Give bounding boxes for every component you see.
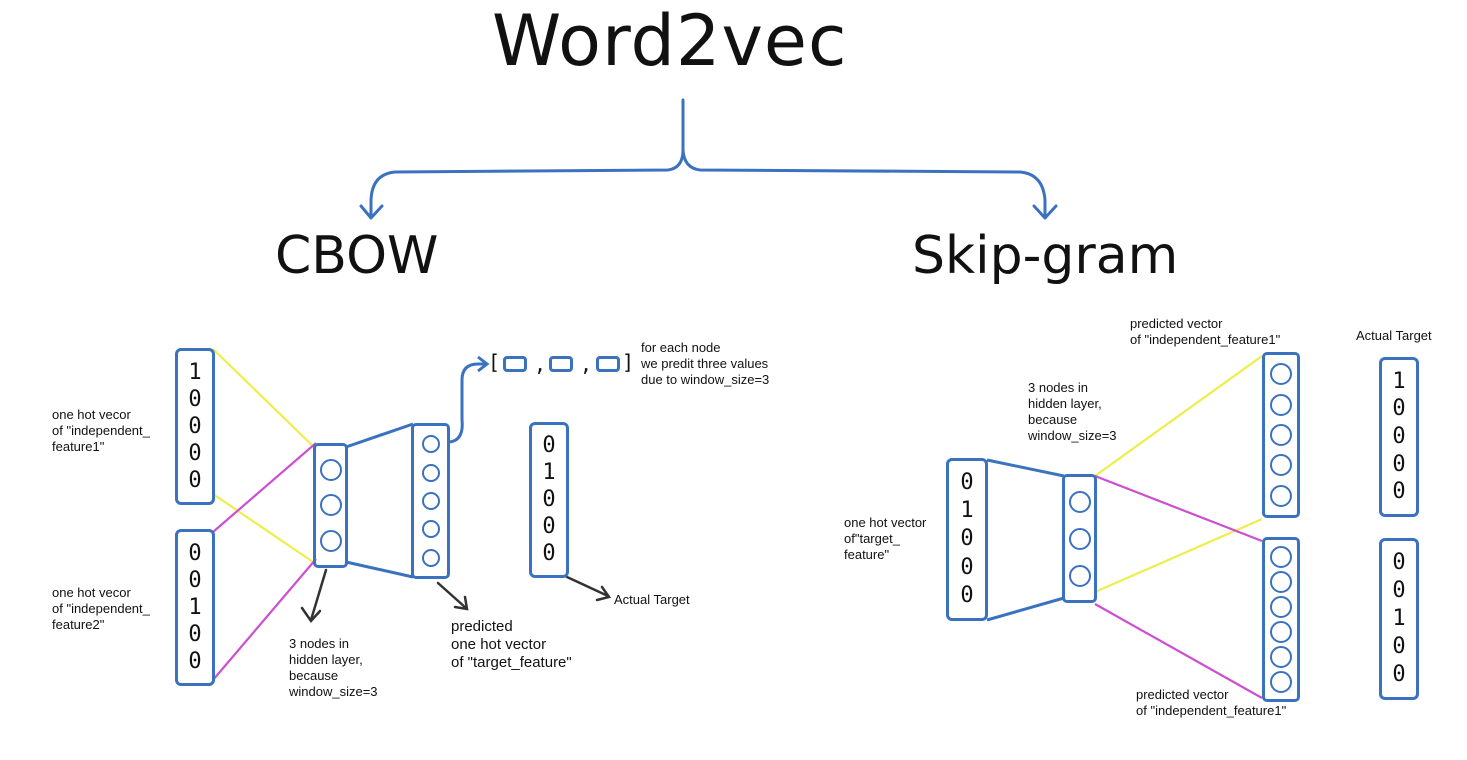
hidden-node <box>1068 564 1091 587</box>
digit: 1 <box>542 460 556 486</box>
digit: 0 <box>1392 451 1406 477</box>
skipgram-output-layer-1 <box>1262 352 1300 518</box>
skipgram-hidden-layer <box>1062 474 1097 603</box>
digit: 1 <box>960 498 974 524</box>
bracket-open: [ <box>488 350 501 374</box>
digit: 1 <box>1392 606 1406 631</box>
main-title: Word2vec <box>492 0 848 82</box>
digit: 0 <box>188 386 202 412</box>
comma: , <box>534 352 547 376</box>
value-slot <box>503 356 527 372</box>
digit: 0 <box>960 582 974 608</box>
cbow-target-vector: 0 1 0 0 0 <box>529 422 569 578</box>
hidden-node <box>1068 527 1091 550</box>
output-node <box>421 435 440 454</box>
digit: 1 <box>188 594 202 620</box>
cbow-hidden-label: 3 nodes in hidden layer, because window_… <box>289 636 378 699</box>
output-node <box>1270 363 1292 386</box>
digit: 1 <box>188 359 202 385</box>
skipgram-hidden-label: 3 nodes in hidden layer, because window_… <box>1028 380 1117 443</box>
output-node <box>421 463 440 482</box>
bracket-close: ] <box>622 350 635 374</box>
value-slot <box>549 356 573 372</box>
digit: 0 <box>542 513 556 539</box>
digit: 0 <box>1392 662 1406 687</box>
digit: 0 <box>188 413 202 439</box>
skipgram-target-vector-2: 0 0 1 0 0 <box>1379 538 1419 700</box>
output-node <box>1270 595 1292 618</box>
cbow-input1-vector: 1 0 0 0 0 <box>175 348 215 505</box>
arrowhead-cbow <box>359 204 384 220</box>
skipgram-output-layer-2 <box>1262 537 1300 702</box>
output-node <box>421 520 440 539</box>
skipgram-input-vector: 0 1 0 0 0 <box>946 458 988 621</box>
hidden-node <box>319 494 342 517</box>
output-node <box>1270 484 1292 507</box>
cbow-input1-label: one hot vecor of "independent_ feature1" <box>52 407 150 454</box>
digit: 0 <box>188 467 202 493</box>
skipgram-heading: Skip-gram <box>912 226 1179 286</box>
digit: 0 <box>188 648 202 674</box>
cbow-target-label: Actual Target <box>614 592 690 607</box>
arrow-to-skipgram <box>681 148 1047 218</box>
digit: 0 <box>542 433 556 459</box>
digit: 0 <box>542 486 556 512</box>
value-slot <box>596 356 620 372</box>
cbow-input2-label: one hot vecor of "independent_ feature2" <box>52 585 150 632</box>
cbow-hidden-layer <box>313 443 348 568</box>
digit: 0 <box>960 526 974 552</box>
digit: 0 <box>188 567 202 593</box>
output-node <box>1270 570 1292 593</box>
output-node <box>1270 423 1292 446</box>
cbow-heading: CBOW <box>275 226 439 286</box>
skipgram-target-vector-1: 1 0 0 0 0 <box>1379 357 1419 517</box>
skipgram-pred-bottom-label: predicted vector of "independent_feature… <box>1136 687 1287 718</box>
skipgram-input-label: one hot vector of"target_ feature" <box>844 515 927 562</box>
digit: 0 <box>188 621 202 647</box>
digit: 0 <box>188 540 202 566</box>
output-node <box>421 548 440 567</box>
arrow-to-cbow <box>369 98 685 218</box>
output-node <box>1270 393 1292 416</box>
output-node <box>1270 671 1292 694</box>
cbow-pointer-arrows <box>300 568 612 624</box>
digit: 0 <box>960 554 974 580</box>
hidden-node <box>1068 490 1091 513</box>
digit: 0 <box>1392 578 1406 603</box>
digit: 0 <box>1392 634 1406 659</box>
output-node <box>1270 646 1292 669</box>
digit: 0 <box>960 470 974 496</box>
skipgram-connections <box>986 355 1263 699</box>
cbow-bracket-note: for each node we predit three values due… <box>641 340 770 387</box>
output-node <box>421 491 440 510</box>
arrowhead-skipgram <box>1032 204 1058 220</box>
hidden-node <box>319 530 342 553</box>
output-node <box>1270 454 1292 477</box>
digit: 0 <box>1392 550 1406 575</box>
skipgram-pred-top-label: predicted vector of "independent_feature… <box>1130 316 1281 347</box>
cbow-input2-vector: 0 0 1 0 0 <box>175 529 215 686</box>
cbow-connections <box>212 348 490 681</box>
digit: 0 <box>542 540 556 566</box>
title-tree-arrows <box>359 98 1058 220</box>
hidden-node <box>319 458 342 481</box>
digit: 0 <box>1392 396 1406 422</box>
comma: , <box>580 352 593 376</box>
skipgram-actual-target-label: Actual Target <box>1356 328 1432 343</box>
digit: 0 <box>1392 479 1406 505</box>
digit: 1 <box>1392 368 1406 394</box>
digit: 0 <box>1392 423 1406 449</box>
cbow-output-layer <box>411 423 450 579</box>
digit: 0 <box>188 440 202 466</box>
output-node <box>1270 621 1292 644</box>
cbow-predicted-label: predicted one hot vector of "target_feat… <box>451 618 572 671</box>
output-node <box>1270 545 1292 568</box>
